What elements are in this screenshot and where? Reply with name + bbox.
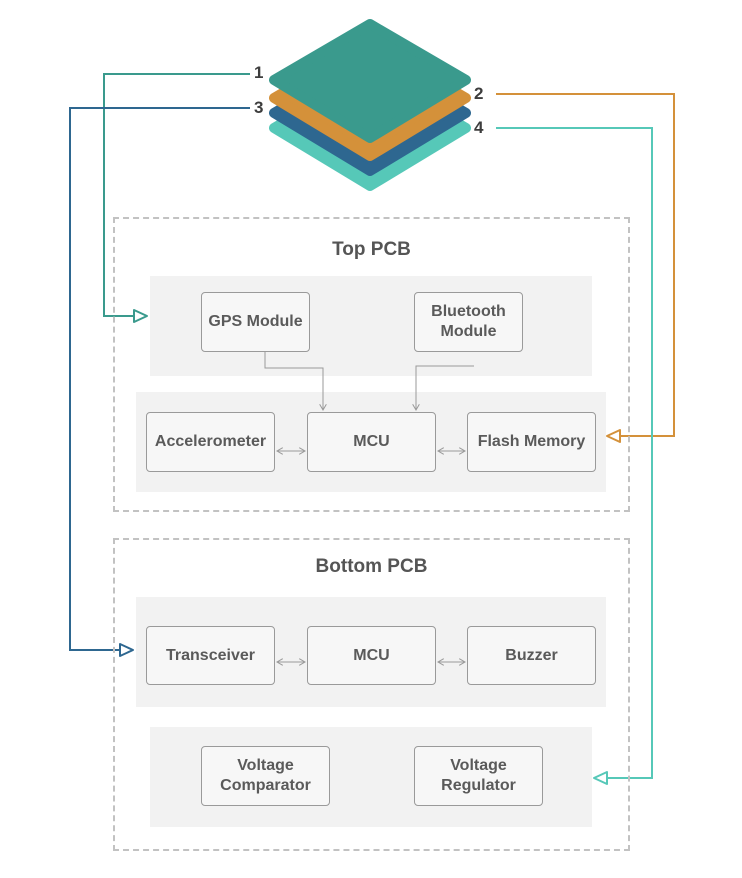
connector-line-1 (103, 73, 250, 317)
accelerometer-box: Accelerometer (146, 412, 275, 472)
top-pcb-title: Top PCB (332, 239, 411, 260)
transceiver-box: Transceiver (146, 626, 275, 685)
voltage-comparator-box: Voltage Comparator (201, 746, 330, 806)
connector-line-2 (496, 93, 675, 437)
layer-label-2: 2 (474, 84, 484, 103)
top-pcb-section: Top PCB (113, 217, 630, 512)
bottom-mcu-box: MCU (307, 626, 436, 685)
top-mcu-box: MCU (307, 412, 436, 472)
arrowhead-4 (593, 771, 608, 785)
gps-module-box: GPS Module (201, 292, 310, 352)
layer-label-1: 1 (254, 63, 264, 82)
bluetooth-module-box: Bluetooth Module (414, 292, 523, 352)
connector-line-3 (69, 107, 250, 651)
layer-label-3: 3 (254, 98, 264, 117)
arrowhead-2 (606, 429, 621, 443)
pcb-layer-1 (269, 19, 471, 143)
bottom-pcb-title: Bottom PCB (315, 556, 428, 577)
voltage-regulator-box: Voltage Regulator (414, 746, 543, 806)
bottom-pcb-section: Bottom PCB (113, 538, 630, 851)
arrowhead-1 (133, 309, 148, 323)
arrowhead-3 (119, 643, 134, 657)
buzzer-box: Buzzer (467, 626, 596, 685)
layer-label-4: 4 (474, 118, 484, 137)
flash-memory-box: Flash Memory (467, 412, 596, 472)
